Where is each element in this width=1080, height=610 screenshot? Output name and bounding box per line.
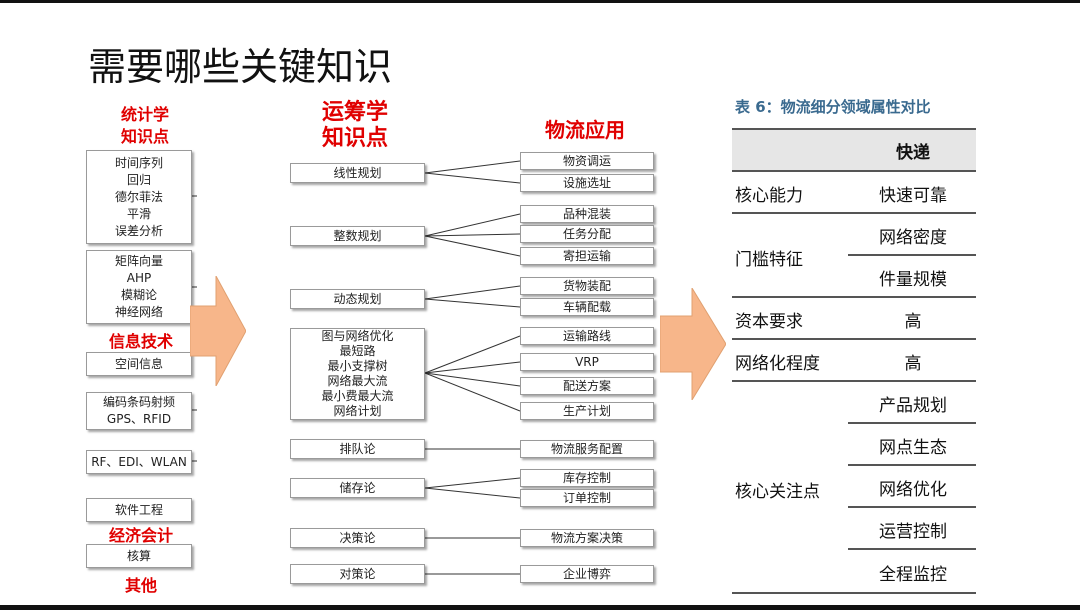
app-item: 库存控制 <box>520 469 654 487</box>
app-item: 生产计划 <box>520 402 654 420</box>
app-item: 企业博弈 <box>520 565 654 583</box>
table-line <box>732 592 976 594</box>
table-header-express: 快递 <box>896 143 930 163</box>
or-network-optimization: 图与网络优化 最短路 最小支撑树 网络最大流 最小费最大流 网络计划 <box>290 328 425 420</box>
cell-value: 高 <box>904 312 922 332</box>
cell-value: 全程监控 <box>879 565 947 585</box>
table-line <box>732 212 976 214</box>
app-item: 物流方案决策 <box>520 529 654 547</box>
table-line <box>732 338 976 340</box>
link-dp-1 <box>424 285 521 300</box>
other-heading: 其他 <box>124 576 157 595</box>
table-line <box>848 506 976 508</box>
table-line <box>732 128 976 130</box>
or-linear-programming: 线性规划 <box>290 163 425 183</box>
table-caption: 表 6：物流细分领域属性对比 <box>735 98 931 116</box>
table-line <box>848 464 976 466</box>
app-item: 寄担运输 <box>520 247 654 265</box>
app-item: 品种混装 <box>520 205 654 223</box>
app-item: 任务分配 <box>520 225 654 243</box>
row-label-core-capability: 核心能力 <box>735 186 803 206</box>
or-queuing-theory: 排队论 <box>290 439 425 459</box>
row-label-network-degree: 网络化程度 <box>735 354 820 374</box>
row-label-threshold: 门槛特征 <box>735 250 803 270</box>
spatial-info-box: 空间信息 <box>86 352 192 376</box>
bottom-border <box>0 605 1080 610</box>
table-line <box>848 548 976 550</box>
software-engineering-box: 软件工程 <box>86 498 192 522</box>
link-ip-2 <box>424 233 521 237</box>
cell-value: 快速可靠 <box>879 186 947 206</box>
right-arrow-2 <box>660 288 726 400</box>
app-item: 订单控制 <box>520 489 654 507</box>
link-lp-1 <box>424 160 521 174</box>
or-game-theory: 对策论 <box>290 564 425 584</box>
link-lp-2 <box>424 172 521 184</box>
or-decision-theory: 决策论 <box>290 528 425 548</box>
accounting-box: 核算 <box>86 544 192 568</box>
slide-title: 需要哪些关键知识 <box>88 45 393 89</box>
link-net-4 <box>424 372 521 412</box>
stats-heading: 统计学 知识点 <box>120 105 169 146</box>
table-line <box>848 422 976 424</box>
link-net-1 <box>424 335 521 374</box>
table-line <box>848 254 976 256</box>
cell-value: 运营控制 <box>879 522 947 542</box>
link-net-3 <box>424 372 521 387</box>
cell-value: 网络优化 <box>879 480 947 500</box>
app-item: 配送方案 <box>520 377 654 395</box>
table-line <box>732 170 976 172</box>
right-arrow-1 <box>190 276 246 386</box>
link-ip-1 <box>424 213 521 237</box>
row-label-core-focus: 核心关注点 <box>735 482 820 502</box>
cell-value: 网点生态 <box>879 438 947 458</box>
or-dynamic-programming: 动态规划 <box>290 289 425 309</box>
link-s-2 <box>424 487 521 499</box>
table-line <box>732 296 976 298</box>
link-dp-2 <box>424 298 521 308</box>
apps-heading: 物流应用 <box>545 118 625 142</box>
app-item: 物资调运 <box>520 152 654 170</box>
stats-group-2: 矩阵向量 AHP 模糊论 神经网络 <box>86 250 192 324</box>
link-ip-3 <box>424 235 521 257</box>
app-item: VRP <box>520 353 654 371</box>
barcode-rfid-box: 编码条码射频 GPS、RFID <box>86 392 192 430</box>
cell-value: 产品规划 <box>879 396 947 416</box>
top-border <box>0 0 1080 3</box>
row-label-capital: 资本要求 <box>735 312 803 332</box>
app-item: 车辆配载 <box>520 298 654 316</box>
app-item: 物流服务配置 <box>520 440 654 458</box>
cell-value: 件量规模 <box>879 270 947 290</box>
or-inventory-theory: 储存论 <box>290 478 425 498</box>
cell-value: 网络密度 <box>879 228 947 248</box>
stats-group-1: 时间序列 回归 德尔菲法 平滑 误差分析 <box>86 150 192 244</box>
table-line <box>732 380 976 382</box>
link-net-2 <box>424 361 521 374</box>
link-s-1 <box>424 477 521 489</box>
app-item: 货物装配 <box>520 277 654 295</box>
accounting-heading: 经济会计 <box>108 526 173 545</box>
table-header-bg <box>732 128 976 170</box>
rf-edi-wlan-box: RF、EDI、WLAN <box>86 450 192 474</box>
cell-value: 高 <box>904 354 922 374</box>
app-item: 运输路线 <box>520 327 654 345</box>
or-integer-programming: 整数规划 <box>290 226 425 246</box>
app-item: 设施选址 <box>520 174 654 192</box>
or-heading: 运筹学 知识点 <box>321 100 388 151</box>
it-heading: 信息技术 <box>108 332 173 351</box>
